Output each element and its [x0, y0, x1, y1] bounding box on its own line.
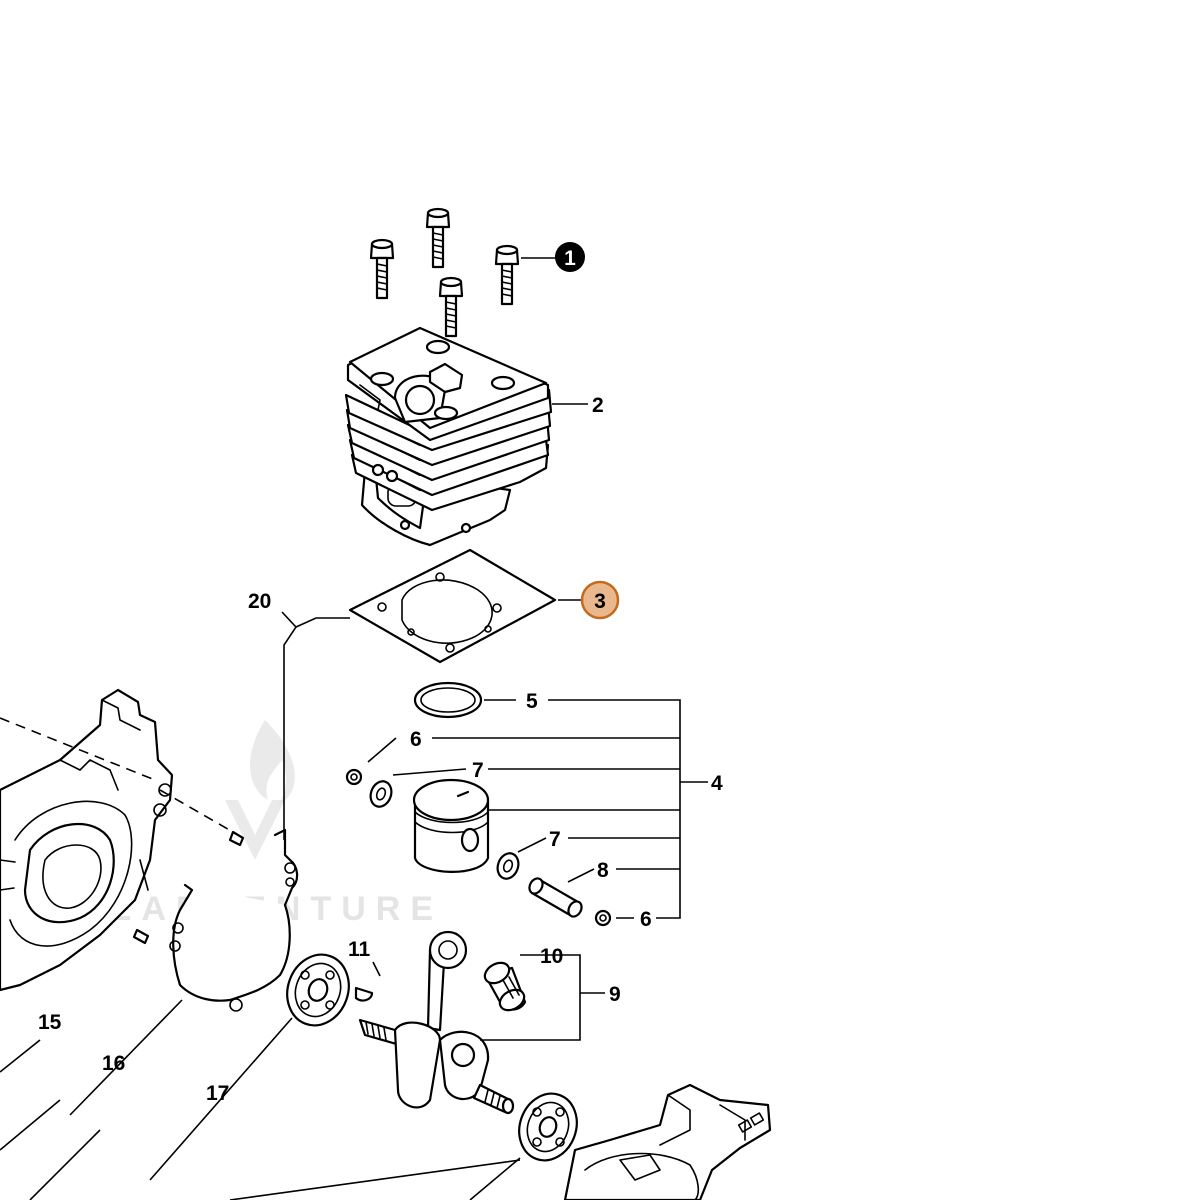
needle-bearing	[483, 961, 527, 1012]
ball-bearing-upper	[286, 953, 350, 1027]
crankcase-gasket	[169, 828, 299, 1012]
callout-5[interactable]: 5	[526, 690, 538, 713]
dashed-line-pin	[159, 789, 234, 833]
piston-ring	[413, 681, 483, 719]
ball-bearing-lower	[518, 1092, 578, 1162]
cylinder	[344, 326, 553, 547]
crankcase-left	[0, 688, 174, 992]
callout-1: 1	[564, 247, 576, 270]
callout-6-bottom[interactable]: 6	[640, 908, 652, 931]
crankshaft	[358, 930, 515, 1115]
washer-right	[496, 852, 520, 880]
piston	[412, 778, 490, 873]
woodruff-key	[354, 986, 374, 1002]
callout-11[interactable]: 11	[348, 938, 371, 961]
callout-3: 3	[594, 590, 606, 613]
circlip-right	[594, 909, 612, 927]
callout-20[interactable]: 20	[248, 590, 271, 613]
dashed-line-upper	[0, 717, 156, 781]
crankcase-right	[563, 1083, 772, 1200]
callout-4[interactable]: 4	[711, 772, 723, 795]
screw-3	[494, 244, 520, 306]
piston-pin	[528, 877, 583, 918]
callout-7-bottom[interactable]: 7	[549, 828, 561, 851]
callout-6-top[interactable]: 6	[410, 728, 422, 751]
screw-1	[425, 207, 451, 269]
callout-3-highlight[interactable]	[580, 580, 620, 620]
callout-15[interactable]: 15	[38, 1011, 62, 1034]
callout-16[interactable]: 16	[102, 1052, 125, 1075]
callout-8[interactable]: 8	[597, 859, 609, 882]
watermark-v-icon	[225, 800, 285, 860]
callout-9[interactable]: 9	[609, 983, 621, 1006]
dowel-pin-lower	[132, 928, 150, 945]
cylinder-screws	[369, 207, 520, 338]
callout-1-marker[interactable]	[555, 242, 585, 272]
callout-10[interactable]: 10	[540, 945, 563, 968]
cylinder-gasket	[348, 548, 557, 664]
dowel-pin-upper	[228, 830, 245, 847]
callout-7-top[interactable]: 7	[472, 759, 484, 782]
callout-17[interactable]: 17	[206, 1082, 229, 1105]
circlip-left	[345, 768, 363, 786]
washer-left	[369, 780, 393, 808]
leader-lines	[0, 257, 708, 1200]
screw-2	[369, 238, 395, 300]
callouts: 1 2 3 20 5 6 7 4 7 8 6 11 10 9 15 16 17	[38, 242, 723, 1105]
callout-2[interactable]: 2	[592, 394, 604, 417]
watermark-flame-icon	[250, 720, 295, 805]
screw-4	[438, 276, 464, 338]
